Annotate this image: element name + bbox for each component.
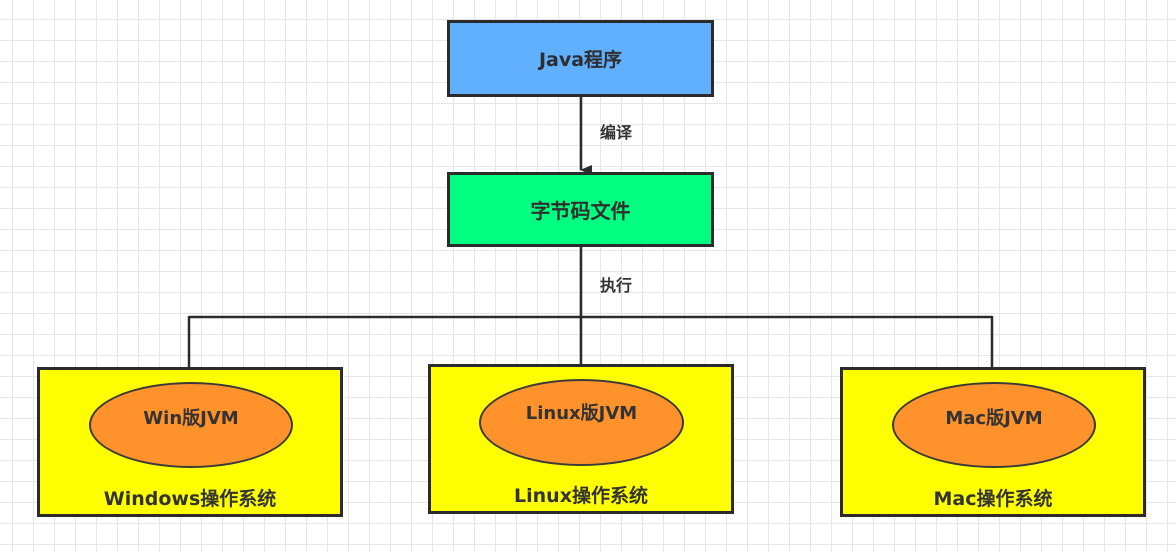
windows-jvm-label: Win版JVM <box>143 408 239 429</box>
java-program-label: Java程序 <box>538 49 623 71</box>
mac-jvm-ellipse: Mac版JVM <box>892 382 1096 468</box>
linux-os-label: Linux操作系统 <box>514 485 648 507</box>
mac-os-label: Mac操作系统 <box>933 488 1053 510</box>
execute-label: 执行 <box>600 276 633 295</box>
linux-os-box: Linux版JVM Linux操作系统 <box>428 364 734 514</box>
bytecode-label: 字节码文件 <box>530 199 631 223</box>
windows-os-box: Win版JVM Windows操作系统 <box>37 367 343 517</box>
java-program-node: Java程序 <box>447 20 714 97</box>
windows-jvm-ellipse: Win版JVM <box>89 382 293 468</box>
bytecode-node: 字节码文件 <box>447 172 714 247</box>
linux-jvm-label: Linux版JVM <box>525 403 638 424</box>
linux-jvm-ellipse: Linux版JVM <box>479 379 684 466</box>
compile-label: 编译 <box>600 123 633 142</box>
windows-os-label: Windows操作系统 <box>103 488 277 510</box>
mac-os-box: Mac版JVM Mac操作系统 <box>840 367 1146 517</box>
mac-jvm-label: Mac版JVM <box>945 408 1043 429</box>
